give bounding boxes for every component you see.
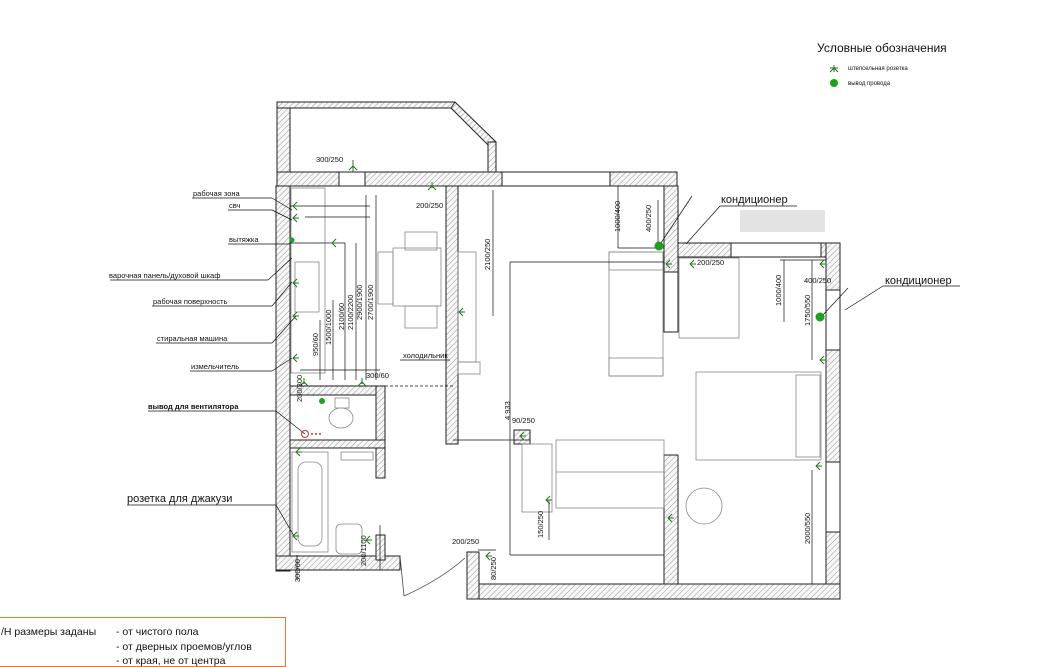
wire-outlet-icon xyxy=(815,312,825,322)
socket-icons xyxy=(292,162,826,561)
wire-outlets xyxy=(289,237,825,404)
dim-200-300: 200/300 xyxy=(295,375,304,402)
legend-title: Условные обозначения xyxy=(817,41,947,55)
dim-2700-1900: 2700/1900 xyxy=(366,285,375,320)
label-jacuzzi-socket: розетка для джакузи xyxy=(127,493,232,505)
dim-950-60: 950/60 xyxy=(311,333,320,356)
socket-icon xyxy=(519,431,526,441)
label-ac-2: кондиционер xyxy=(885,275,952,287)
dim-2100-2200: 2100/2200 xyxy=(346,295,355,330)
dim-1750-550: 1750/550 xyxy=(803,295,812,326)
socket-icon xyxy=(365,535,372,545)
label-fan-outlet: вывод для вентилятора xyxy=(148,402,239,411)
dim-1000-400-b: 1000/400 xyxy=(774,275,783,306)
socket-icon xyxy=(665,259,672,269)
dim-400-250-b: 400/250 xyxy=(804,276,831,285)
wire-outlet-icon xyxy=(654,241,664,251)
dim-300-60: 300/60 xyxy=(366,371,389,380)
label-microwave: свч xyxy=(229,201,240,210)
label-hob-oven: варочная панель/духовой шкаф xyxy=(109,271,220,280)
dimension-note: /Н размеры заданы - от чистого пола - от… xyxy=(0,617,286,667)
socket-icon xyxy=(689,259,696,269)
socket-icon xyxy=(348,162,358,171)
label-work-zone: рабочая зона xyxy=(193,189,241,198)
socket-icon xyxy=(299,378,309,387)
socket-icon xyxy=(292,531,299,541)
label-hood: вытяжка xyxy=(229,235,259,244)
socket-icon xyxy=(292,353,299,363)
socket-legend-label: штепсельная розетка xyxy=(848,66,908,72)
legend: Условные обозначения штепсельная розетка… xyxy=(817,41,947,87)
wire-legend-icon xyxy=(830,79,838,87)
socket-icon xyxy=(819,259,826,269)
socket-icon xyxy=(295,447,302,457)
socket-icon xyxy=(545,495,552,505)
note-line-1-left: /Н размеры заданы xyxy=(1,626,97,638)
dim-2000-550: 2000/550 xyxy=(803,513,812,544)
dimension-lines xyxy=(290,160,826,584)
labels: рабочая зона свч вытяжка варочная панель… xyxy=(109,189,952,505)
fan-outlet-icon xyxy=(301,430,321,438)
socket-icon xyxy=(292,213,299,223)
note-line-2: - от дверных проемов/углов xyxy=(116,641,252,653)
socket-icon xyxy=(485,551,492,561)
label-washing-machine: стиральная машина xyxy=(157,334,228,343)
furniture xyxy=(290,187,822,597)
dim-300-250: 300/250 xyxy=(316,155,343,164)
socket-icon xyxy=(667,513,674,523)
dim-4933: 4 933 xyxy=(503,401,512,420)
dim-2900-1900: 2900/1900 xyxy=(355,285,364,320)
note-line-3: - от края, не от центра xyxy=(116,655,226,667)
label-grinder: измельчитель xyxy=(191,362,239,371)
socket-icon xyxy=(458,307,465,317)
wire-outlet-icon xyxy=(319,398,325,404)
socket-icon xyxy=(815,461,822,471)
label-leaders xyxy=(110,195,960,537)
dim-200-1100: 200/1100 xyxy=(359,535,368,566)
dimensions: 300/250 200/250 2100/250 1000/400 400/25… xyxy=(293,155,831,582)
socket-icon xyxy=(331,238,338,248)
dim-300-60-b: 300/60 xyxy=(293,559,302,582)
dim-2100-60: 2100/60 xyxy=(337,303,346,330)
socket-legend-icon xyxy=(829,65,839,73)
dim-200-250-a: 200/250 xyxy=(416,201,443,210)
redacted-area xyxy=(740,210,825,232)
wire-outlet-icon xyxy=(289,237,295,243)
socket-icon xyxy=(292,311,299,321)
windows xyxy=(338,171,841,533)
dim-200-250-b: 200/250 xyxy=(697,258,724,267)
socket-icon xyxy=(292,278,299,288)
dim-2100-250: 2100/250 xyxy=(483,239,492,270)
dim-400-250-a: 400/250 xyxy=(644,205,653,232)
dim-90-250: 90/250 xyxy=(512,416,535,425)
dim-200-250-c: 200/250 xyxy=(452,537,479,546)
label-fridge: холодильник xyxy=(403,351,448,360)
dim-1500-1000: 1500/1000 xyxy=(324,310,333,345)
dim-150-250: 150/250 xyxy=(536,511,545,538)
wire-legend-label: вывод провода xyxy=(848,81,891,87)
label-ac-1: кондиционер xyxy=(721,194,788,206)
dim-1000-400-a: 1000/400 xyxy=(613,201,622,232)
socket-icon xyxy=(819,355,826,365)
socket-icon xyxy=(292,201,299,211)
socket-icon xyxy=(427,182,437,191)
label-work-surface: рабочая поверхность xyxy=(153,297,228,306)
note-line-1-right: - от чистого пола xyxy=(116,626,199,638)
socket-icon xyxy=(357,378,367,387)
dim-80-250: 80/250 xyxy=(489,557,498,580)
